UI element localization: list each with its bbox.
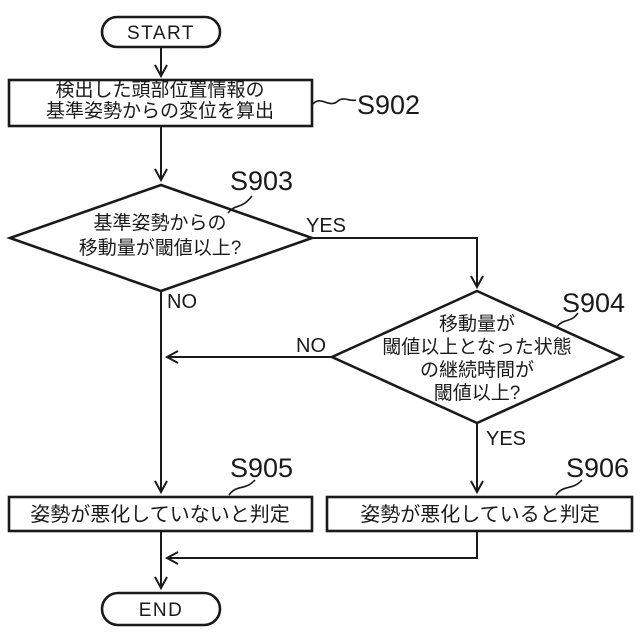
s902-step-label: S902 [357,90,420,120]
node-s905: 姿勢が悪化していないと判定 S905 [7,453,314,533]
s904-text-line1: 移動量が [439,313,515,335]
s902-text-line1: 検出した頭部位置情報の [55,79,264,101]
node-s903: 基準姿勢からの 移動量が閾値以上? S903 [6,166,316,293]
s904-step-label: S904 [562,288,625,318]
edge-s906-to-merge [164,531,478,565]
start-terminator-shape [100,15,222,49]
s903-text-line2: 移動量が閾値以上? [79,237,242,259]
s905-text: 姿勢が悪化していないと判定 [30,503,289,526]
s902-process-shape [7,78,314,128]
end-terminator-shape [100,591,222,627]
branch-label-s903-no: NO [167,291,197,313]
node-s906: 姿勢が悪化していると判定 S906 [325,453,634,533]
s902-leader-line [312,98,357,105]
node-s902: 検出した頭部位置情報の 基準姿勢からの変位を算出 S902 [7,78,420,128]
s902-text-line2: 基準姿勢からの変位を算出 [46,100,274,122]
s904-leader-line [555,312,579,329]
node-end: END [100,591,222,627]
branch-label-s904-no: NO [296,335,326,357]
s904-text-line4: 閾値以上? [434,382,521,404]
start-label: START [127,23,195,44]
node-start: START [100,15,222,49]
s904-text-line2: 閾値以上となった状態 [382,336,571,358]
s906-step-label: S906 [566,453,629,483]
s903-leader-line [227,195,253,214]
s905-leader-line [228,479,256,496]
s903-step-label: S903 [230,166,293,196]
s905-step-label: S905 [230,453,293,483]
s903-text-line1: 基準姿勢からの [93,212,226,234]
s904-text-line3: の継続時間が [420,359,534,381]
s906-text: 姿勢が悪化していると判定 [360,503,599,526]
node-s904: 移動量が 閾値以上となった状態 の継続時間が 閾値以上? S904 [328,288,626,425]
end-label: END [139,600,184,621]
edge-s903-yes-to-s904 [312,237,484,290]
s906-process-shape [325,495,634,533]
s903-decision-shape [6,183,316,293]
s905-process-shape [7,495,314,533]
branch-label-s904-yes: YES [486,428,526,450]
branch-label-s903-yes: YES [306,215,346,237]
s904-decision-shape [328,289,626,425]
s906-leader-line [555,479,583,496]
